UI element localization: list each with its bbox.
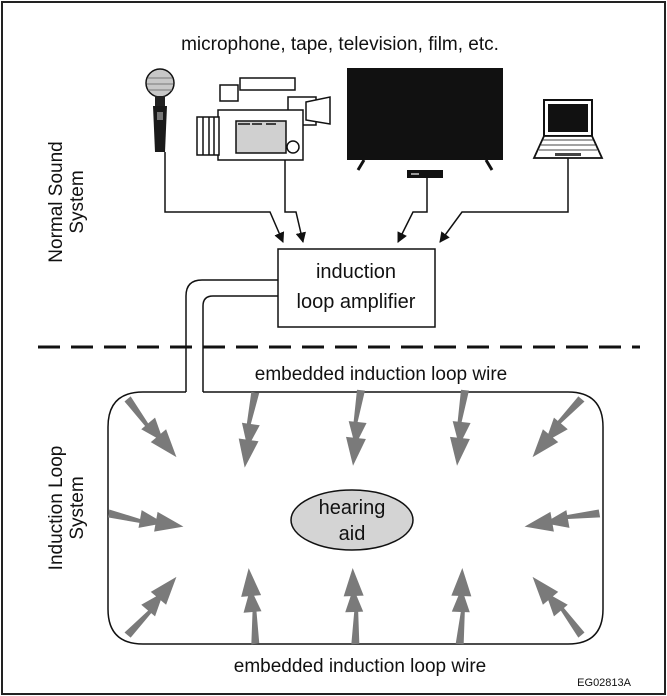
normal-sound-label-line1: Normal Sound [46, 141, 67, 262]
field-bolt-icon [234, 390, 266, 470]
figure-code: EG02813A [577, 677, 631, 689]
field-bolt-icon [447, 389, 475, 467]
laptop-icon [532, 99, 604, 159]
loop-wire-label-top: embedded induction loop wire [255, 364, 507, 385]
video-camera-icon [196, 77, 331, 161]
field-bolt-icon [106, 503, 186, 537]
amplifier-label-line1: induction [316, 261, 396, 283]
field-bolt-icon [119, 570, 185, 642]
field-bolt-icon [343, 389, 371, 467]
normal-sound-label-line2: System [67, 170, 88, 233]
field-bolt-icon [342, 567, 366, 645]
induction-loop-label-line1: Induction Loop [46, 446, 67, 571]
device-signal-wires [164, 152, 569, 244]
field-bolt-icon [449, 567, 473, 645]
hearing-aid [290, 489, 414, 551]
hearing-aid-label-line1: hearing [319, 497, 386, 519]
hearing-aid-label-line2: aid [339, 523, 366, 545]
field-bolt-icon [524, 570, 590, 642]
induction-loop-label-line2: System [67, 476, 88, 539]
sources-caption: microphone, tape, television, film, etc. [181, 34, 499, 55]
field-bolt-icon [238, 567, 266, 645]
embedded-induction-loop [107, 391, 604, 645]
loop-wire-label-bottom: embedded induction loop wire [234, 656, 486, 677]
amplifier-label-line2: loop amplifier [297, 291, 416, 313]
field-bolt-icon [524, 392, 590, 464]
field-bolt-icon [119, 392, 185, 464]
induction-loop-amplifier [277, 248, 436, 328]
field-bolt-icon [522, 503, 602, 537]
television-icon [347, 68, 503, 178]
amplifier-to-loop-wire [185, 279, 278, 392]
microphone-icon [145, 68, 175, 152]
